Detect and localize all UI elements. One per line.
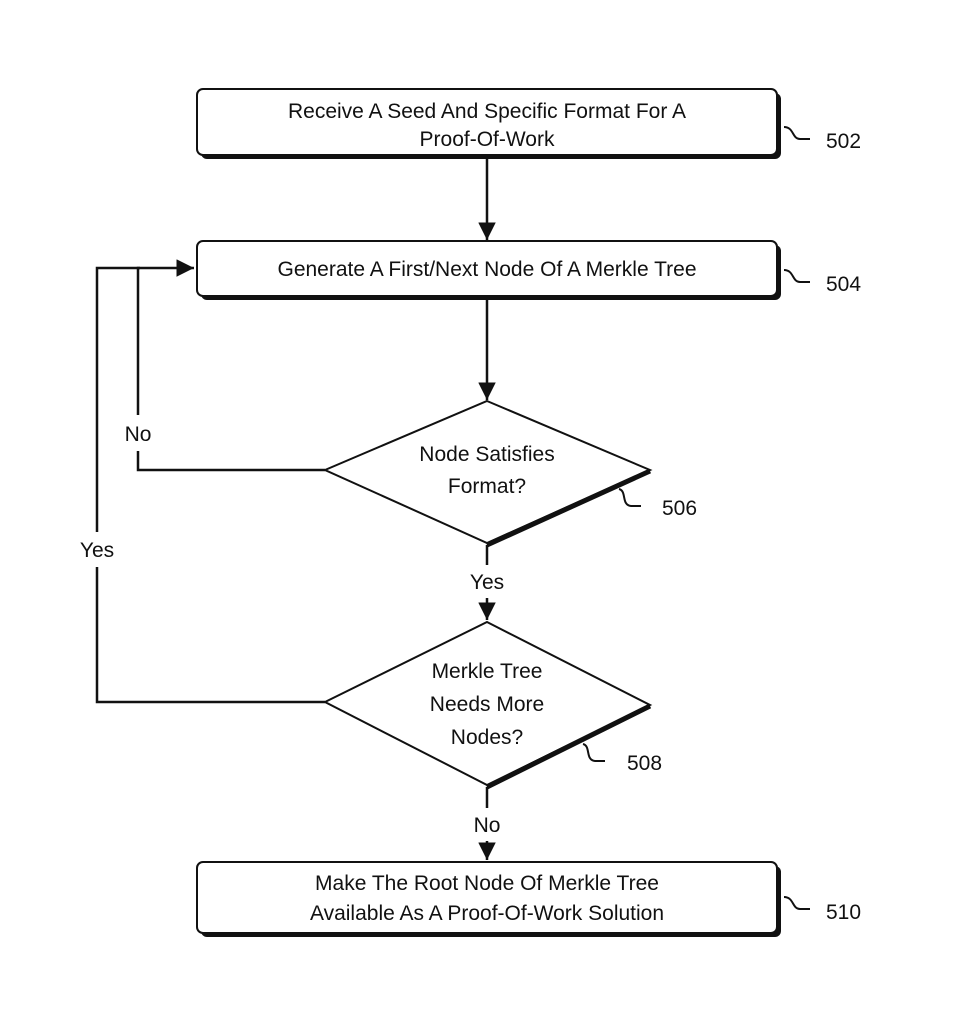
edge-508-yes-upper <box>95 266 140 532</box>
ref-510: 510 <box>826 901 861 924</box>
label-508-yes: Yes <box>80 539 114 562</box>
ref-506: 506 <box>662 497 697 520</box>
label-506-no: No <box>125 423 152 446</box>
leader-510 <box>783 896 810 910</box>
decision-diamond-506: Node Satisfies Format? <box>322 399 653 548</box>
leader-508 <box>582 743 605 762</box>
diamond-508-line-2: Needs More <box>430 693 544 716</box>
diamond-508-line-1: Merkle Tree <box>432 660 543 683</box>
label-508-no: No <box>474 814 501 837</box>
leader-504 <box>783 269 810 283</box>
ref-504: 504 <box>826 273 861 296</box>
ref-508: 508 <box>627 752 662 775</box>
box-502-line-1: Receive A Seed And Specific Format For A <box>288 100 686 123</box>
leader-502 <box>783 126 810 140</box>
process-box-510: Make The Root Node Of Merkle Tree Availa… <box>196 861 781 937</box>
diamond-506-line-2: Format? <box>448 475 526 498</box>
box-502-line-2: Proof-Of-Work <box>420 128 555 151</box>
edge-508-yes-lower <box>95 567 325 704</box>
diamond-508-line-3: Nodes? <box>451 726 523 749</box>
box-504-line-1: Generate A First/Next Node Of A Merkle T… <box>277 258 696 281</box>
diamond-506-line-1: Node Satisfies <box>419 443 554 466</box>
process-box-504: Generate A First/Next Node Of A Merkle T… <box>196 240 781 300</box>
label-506-yes: Yes <box>470 571 504 594</box>
box-510-line-2: Available As A Proof-Of-Work Solution <box>310 902 664 925</box>
box-510-line-1: Make The Root Node Of Merkle Tree <box>315 872 659 895</box>
decision-diamond-508: Merkle Tree Needs More Nodes? <box>322 620 653 790</box>
edge-506-no-upper <box>136 259 194 415</box>
leader-506 <box>618 488 641 507</box>
edge-506-no-lower <box>136 451 325 472</box>
process-box-502: Receive A Seed And Specific Format For A… <box>196 88 781 159</box>
ref-502: 502 <box>826 130 861 153</box>
